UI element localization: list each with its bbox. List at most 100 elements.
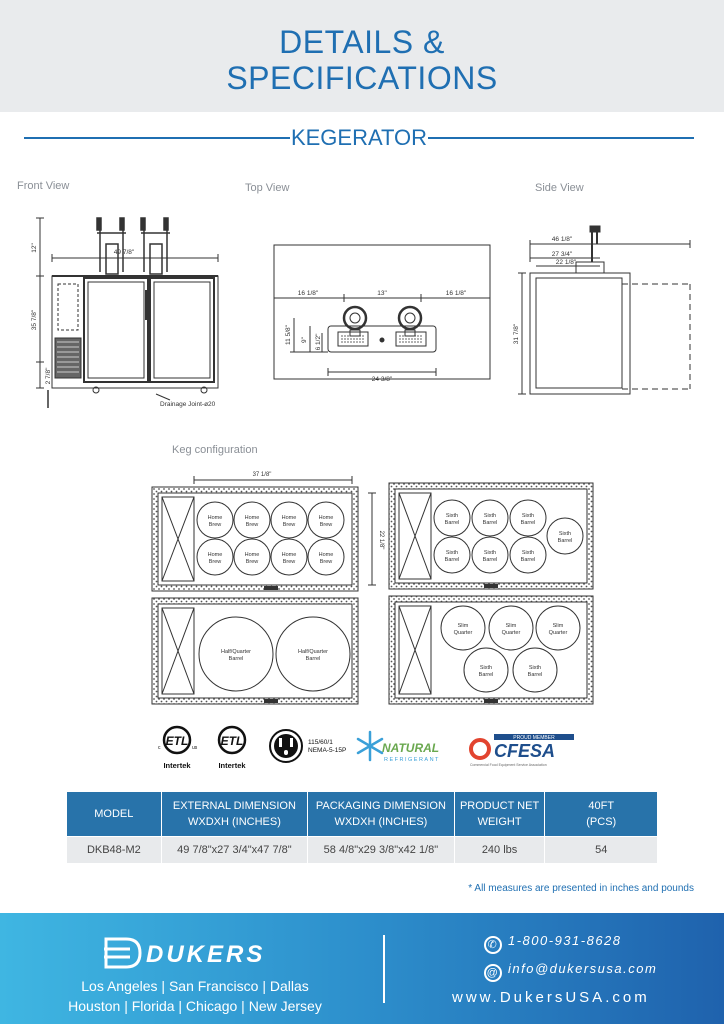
header-40ft: 40FT(PCS) (545, 792, 657, 836)
measurement-footnote: * All measures are presented in inches a… (468, 883, 694, 894)
refrigerant-text: REFRIGERANT (384, 757, 440, 763)
plug-spec-1: 115/60/1 (308, 739, 333, 746)
front-view-label: Front View (17, 180, 70, 192)
front-view-drawing (36, 217, 219, 408)
cell-packaging-dimension: 58 4/8"x29 3/8"x42 1/8" (308, 837, 454, 863)
side-view-label: Side View (535, 182, 584, 194)
keg-depth-dim: 22 1/8" (378, 531, 384, 550)
svg-text:ETL: ETL (221, 734, 244, 748)
side-height-dim: 31 7/8" (513, 323, 520, 344)
svg-text:c: c (158, 745, 161, 751)
keg-panel-slim-quarter (388, 595, 594, 705)
cell-external-dimension: 49 7/8"x27 3/4"x47 7/8" (161, 837, 308, 863)
cell-40ft: 54 (545, 837, 657, 863)
svg-text:us: us (192, 745, 198, 751)
phone-number[interactable]: 1-800-931-8628 (508, 933, 622, 948)
office-cities: Los Angeles | San Francisco | Dallas Hou… (40, 976, 350, 1016)
proud-member-text: PROUD MEMBER (513, 735, 555, 741)
side-view-drawing (518, 225, 691, 395)
plug-spec-2: NEMA-5-15P (308, 747, 346, 754)
top-depth1-dim: 11 5/8" (285, 324, 292, 345)
side-d3-dim: 22 1/8" (556, 259, 577, 266)
front-base-dim: 2 7/8" (45, 367, 52, 384)
cell-net-weight: 240 lbs (454, 837, 545, 863)
dukers-logo-icon (104, 937, 142, 969)
footer-divider (383, 935, 385, 1003)
title-line-1: DETAILS & (279, 24, 445, 60)
header-model: MODEL (67, 792, 161, 836)
email-address[interactable]: info@dukersusa.com (508, 961, 658, 976)
natural-refrigerant-logo: NATURAL REFRIGERANT (356, 730, 440, 763)
front-tap-height-dim: 12" (31, 243, 38, 253)
divider-right (428, 137, 694, 139)
plug-icon: 115/60/1 NEMA-5-15P (269, 729, 346, 763)
etl-intertek-logo-1: ETL c us Intertek (158, 725, 198, 770)
brand-name: DUKERS (146, 941, 266, 968)
divider-left (24, 137, 290, 139)
page-footer: DUKERS Los Angeles | San Francisco | Dal… (0, 913, 724, 1024)
phone-icon: ✆ (484, 936, 502, 954)
top-center-dim: 13" (377, 290, 387, 297)
top-left-dim: 16 1/8" (298, 290, 319, 297)
keg-panel-half-quarter (151, 597, 359, 705)
cfesa-subtext: Commercial Food Equipment Service Associ… (470, 763, 547, 767)
natural-text: NATURAL (382, 741, 439, 755)
top-depth3-dim: 6 1/2" (315, 333, 322, 350)
table-row: DKB48-M2 49 7/8"x27 3/4"x47 7/8" 58 4/8"… (67, 837, 657, 863)
page-header: DETAILS & SPECIFICATIONS (0, 0, 724, 112)
side-d1-dim: 46 1/8" (552, 236, 573, 243)
cert-logos-svg: ETL c us Intertek ETL Intertek 115/60/1 … (158, 725, 574, 770)
at-sign-icon: @ (484, 964, 502, 982)
cities-line-2: Houston | Florida | Chicago | New Jersey (68, 998, 322, 1014)
title-line-2: SPECIFICATIONS (226, 60, 498, 96)
cities-line-1: Los Angeles | San Francisco | Dallas (81, 978, 309, 994)
top-view-drawing (273, 244, 491, 380)
intertek-label-2: Intertek (218, 761, 246, 770)
email-contact[interactable]: @ info@dukersusa.com (484, 961, 657, 982)
keg-panel-sixth-barrel (388, 482, 594, 590)
phone-contact[interactable]: ✆ 1-800-931-8628 (484, 933, 622, 954)
etl-intertek-logo-2: ETL Intertek (217, 725, 246, 770)
front-width-dim: 49 7/8" (114, 249, 135, 256)
section-title: KEGERATOR (290, 125, 428, 150)
cfesa-text: CFESA (494, 741, 555, 761)
section-heading: KEGERATOR (24, 122, 694, 152)
certification-logos: ETL c us Intertek ETL Intertek 115/60/1 … (150, 724, 580, 772)
technical-drawings: 49 7/8" 12" 35 7/8" 2 7/8" Drainage Join… (31, 217, 691, 408)
side-d2-dim: 27 3/4" (552, 251, 573, 258)
top-view-label: Top View (245, 182, 290, 194)
intertek-label-1: Intertek (163, 761, 191, 770)
keg-panel-home-brew (151, 476, 376, 592)
keg-width-dim: 37 1/8" (253, 472, 272, 478)
drain-note: Drainage Joint-ø20 (160, 401, 216, 408)
cfesa-logo: PROUD MEMBER CFESA Commercial Food Equip… (469, 734, 574, 767)
website-link[interactable]: www.DukersUSA.com (452, 989, 650, 1006)
top-depth2-dim: 9" (301, 336, 308, 343)
